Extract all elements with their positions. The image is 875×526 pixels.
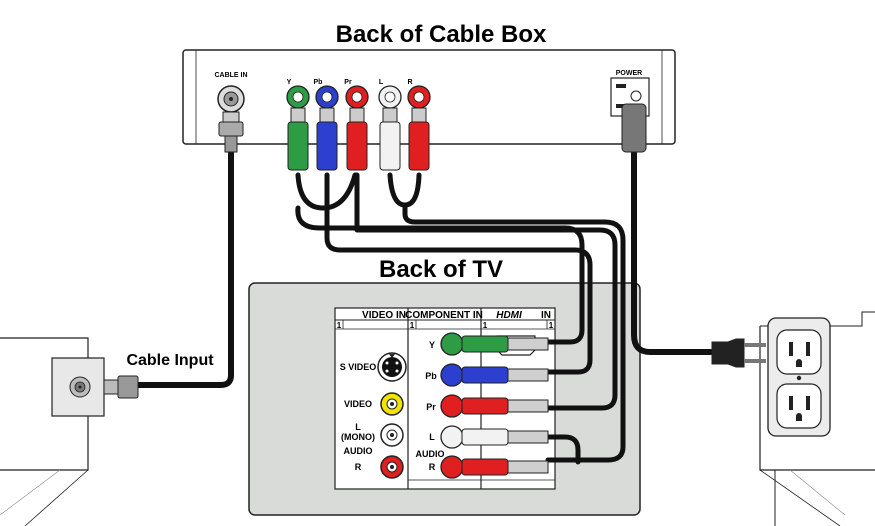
box-pb-label: Pb [314,79,323,86]
tv-component-in-header: COMPONENT IN [405,310,483,321]
tv-mono-label: (MONO) [341,432,375,442]
cables [135,147,725,465]
tv-slot-number: 1 [549,321,554,330]
tv-comp-pr-label: Pr [426,402,436,412]
wall-coax-plug [103,375,139,399]
tv-audio-label: AUDIO [344,446,373,456]
tv-audio-r-jack [380,455,404,479]
tv-hdmi-in-header: IN [541,310,551,321]
tv-plugs [440,332,549,479]
tv-video-label: VIDEO [344,399,372,409]
cable-input-label: Cable Input [126,352,214,369]
tv-comp-pb-label: Pb [425,371,437,381]
box-pr-label: Pr [344,79,352,86]
tv-comp-l-label: L [429,432,435,442]
tv-svideo-label: S VIDEO [340,362,377,372]
power-plug [711,338,766,368]
box-l-label: L [379,79,384,86]
box-power-label: POWER [616,70,642,77]
tv-l-label: L [355,422,361,432]
box-r-label: R [407,79,412,86]
tv-comp-y-label: Y [429,340,435,350]
tv-slot-number: 1 [410,321,415,330]
tv-slot-number: 1 [483,321,488,330]
box-y-label: Y [287,79,292,86]
wall-left [0,337,105,526]
tv-svideo-jack [377,352,407,382]
tv-comp-audio-label: AUDIO [416,449,445,459]
box-plugs [218,103,647,171]
cable-box-title: Back of Cable Box [336,21,547,48]
box-jacks [286,85,431,109]
box-cable-in-jack [217,85,245,113]
tv-comp-r-label: R [429,462,436,472]
box-cable-in-label: CABLE IN [214,72,247,79]
tv-r-label: R [355,462,362,472]
power-outlet [767,317,831,437]
tv-hdmi-logo: HDMI [496,310,522,321]
tv-slot-number: 1 [337,321,342,330]
tv-video-jack [380,392,404,416]
tv-audio-l-jack [380,423,404,447]
tv-video-in-header: VIDEO IN [362,310,406,321]
tv-title: Back of TV [379,256,503,283]
